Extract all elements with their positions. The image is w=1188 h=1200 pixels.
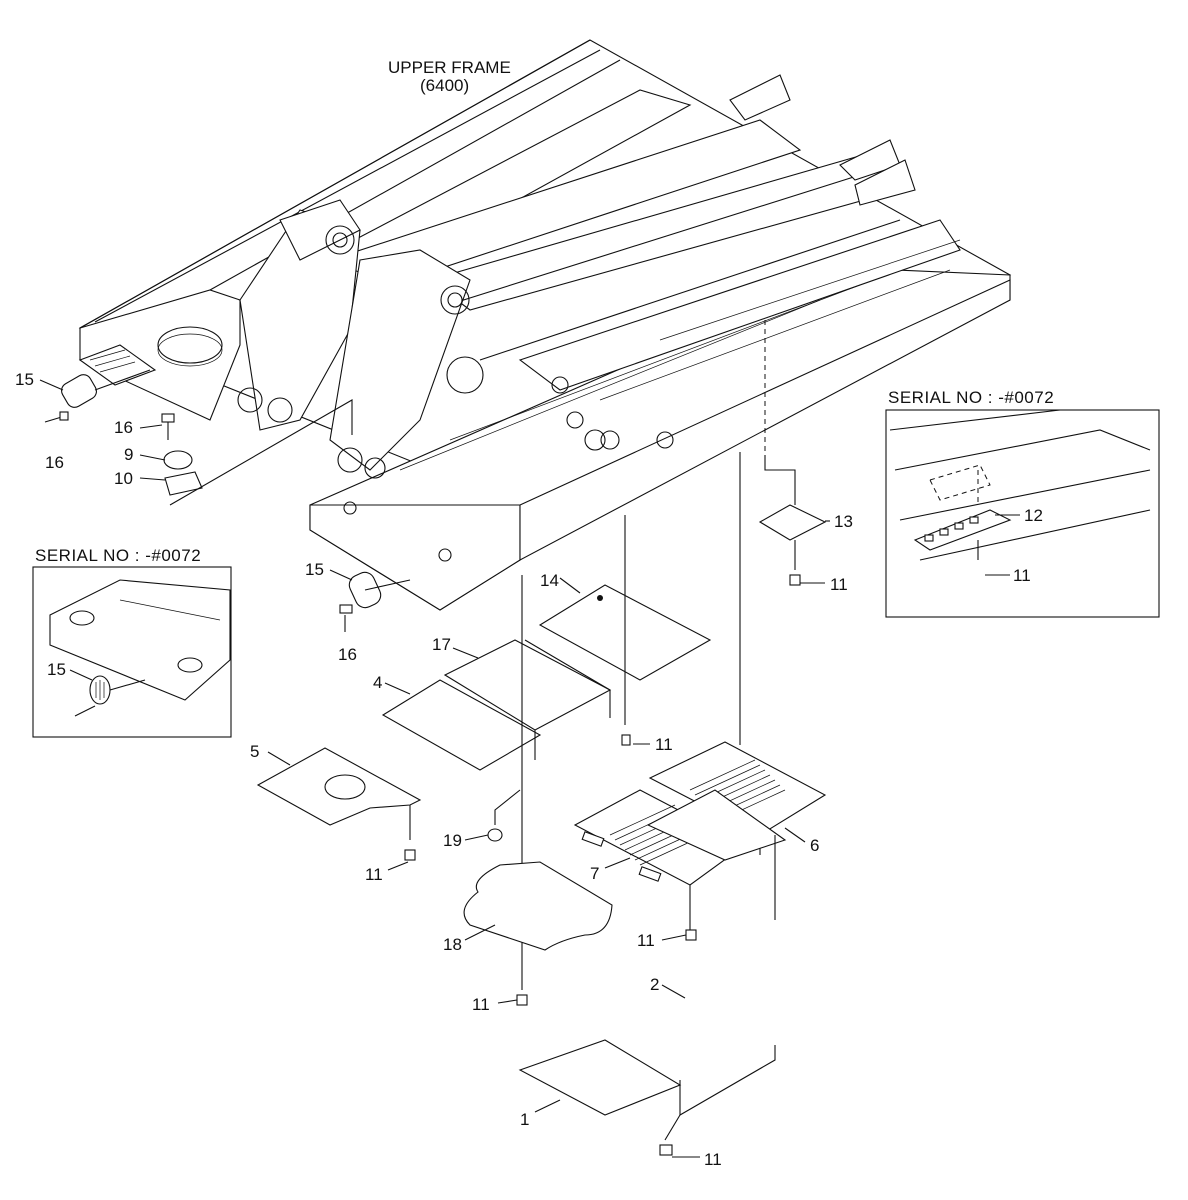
inset-left: [32, 566, 232, 738]
callout-6: 6: [810, 836, 819, 855]
callout-9: 9: [124, 445, 133, 464]
callout-18: 18: [443, 935, 462, 954]
callout-11-g: 11: [704, 1150, 722, 1169]
callout-15-b: 15: [305, 560, 324, 579]
inset-label-left: SERIAL NO : -#0072: [35, 546, 201, 565]
callout-10: 10: [114, 469, 133, 488]
callout-17: 17: [432, 635, 451, 654]
callout-15-c: 15: [47, 660, 66, 679]
callout-11-e: 11: [830, 575, 848, 594]
callout-13: 13: [834, 512, 853, 531]
inset-label-right: SERIAL NO : -#0072: [888, 388, 1054, 407]
callout-5: 5: [250, 742, 259, 761]
leader-lines: [39, 379, 1020, 1158]
callout-4: 4: [373, 673, 382, 692]
upper-frame: [78, 39, 1012, 745]
callout-16-c: 16: [338, 645, 357, 664]
callout-11-b: 11: [655, 735, 673, 754]
callout-15-a: 15: [15, 370, 34, 389]
callout-11-f: 11: [1013, 566, 1031, 585]
callout-1: 1: [520, 1110, 529, 1129]
callout-14: 14: [540, 571, 559, 590]
callout-11-c: 11: [472, 995, 490, 1014]
frame-title-line2: (6400): [420, 76, 469, 95]
callout-16-b: 16: [114, 418, 133, 437]
callout-12: 12: [1024, 506, 1043, 525]
callout-11-d: 11: [637, 931, 655, 950]
callout-2: 2: [650, 975, 659, 994]
callout-16-a: 16: [45, 453, 64, 472]
callout-7: 7: [590, 864, 599, 883]
callout-19: 19: [443, 831, 462, 850]
callout-11-a: 11: [365, 865, 383, 884]
frame-title-line1: UPPER FRAME: [388, 58, 511, 77]
inset-right: [885, 409, 1160, 618]
